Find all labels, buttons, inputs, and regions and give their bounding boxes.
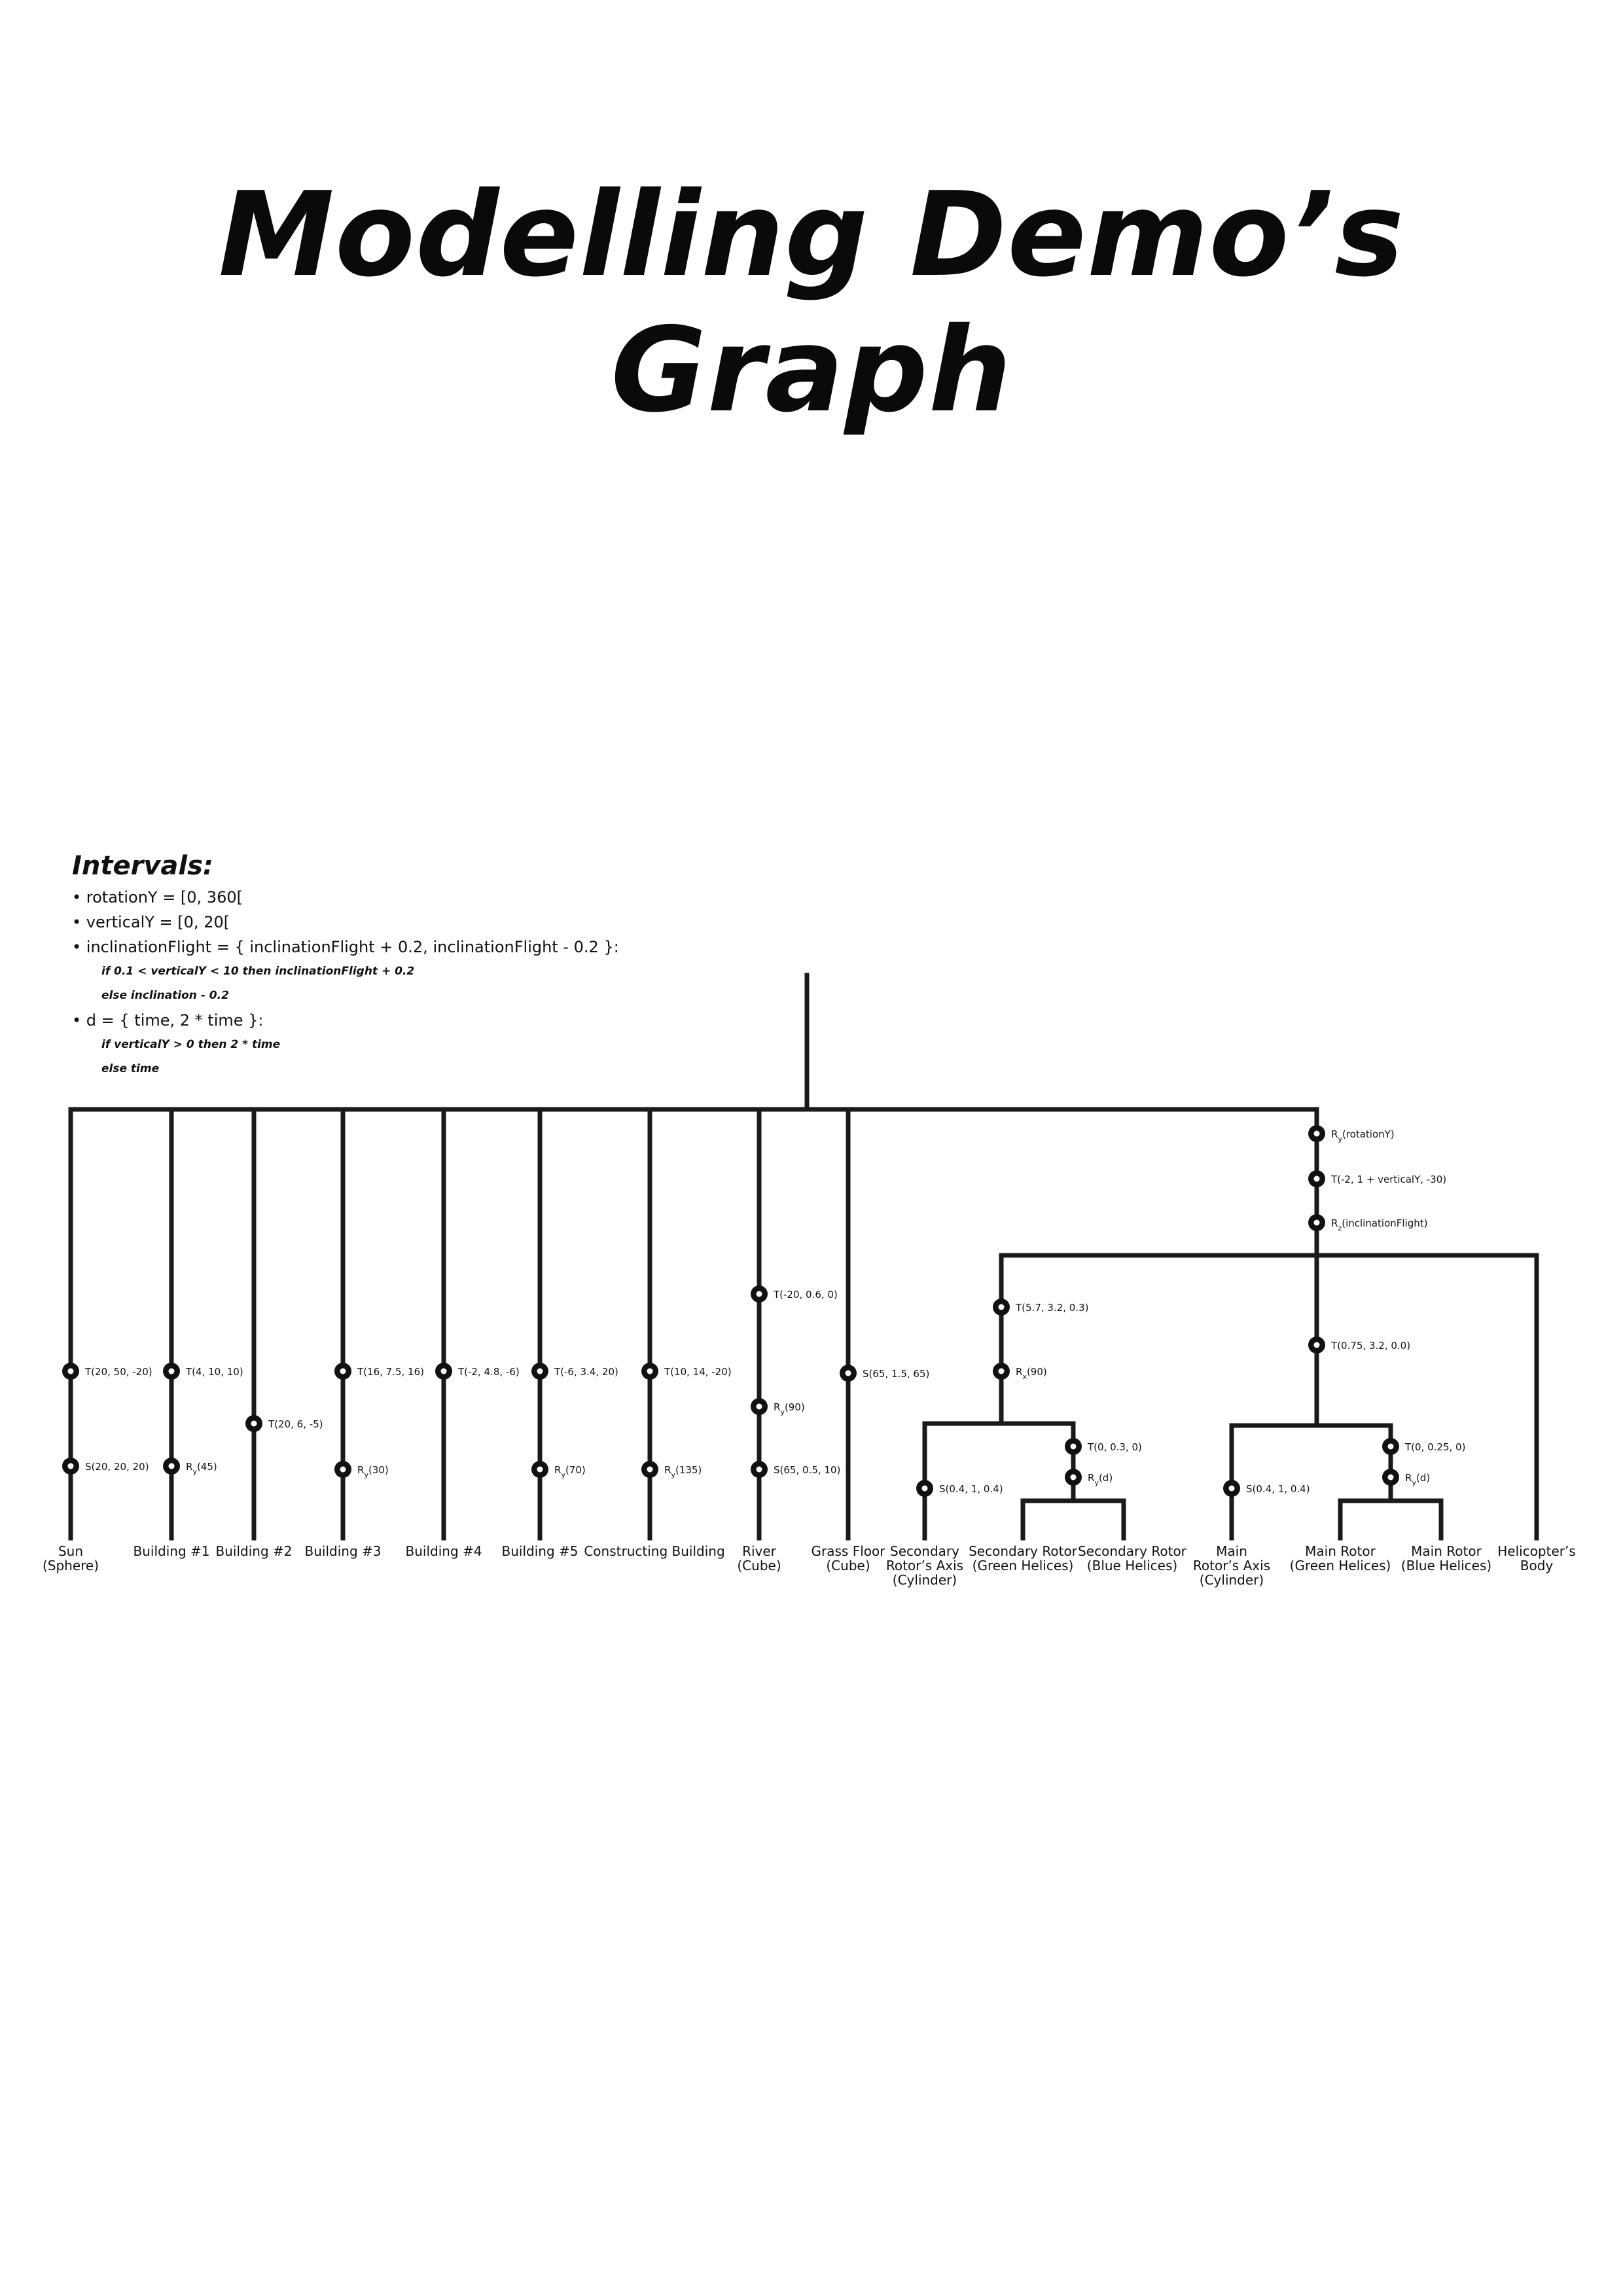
transform-label: T(16, 7.5, 16)	[357, 1366, 424, 1378]
transform-node-center	[1070, 1443, 1077, 1450]
transform-node-center	[1070, 1474, 1077, 1480]
transform-node-center	[998, 1304, 1005, 1310]
leaf-label-b2: Building #2	[216, 1543, 293, 1559]
transform-label: T(10, 14, -20)	[664, 1366, 732, 1378]
interval-note: else inclination - 0.2	[101, 989, 229, 1002]
leaf-label-b3: Building #3	[305, 1543, 382, 1559]
intervals-title: Intervals:	[72, 851, 213, 881]
transform-node-center	[67, 1463, 74, 1469]
interval-inclinationFlight: • inclinationFlight = { inclinationFligh…	[72, 938, 619, 956]
transform-node-center	[168, 1368, 175, 1374]
transform-label: Ry(70)	[554, 1464, 586, 1479]
page-title: Modelling Demo’s Graph	[218, 167, 1405, 438]
leaf-label-b5: Building #5	[502, 1543, 579, 1559]
leaf-label-sun: Sun(Sphere)	[43, 1543, 99, 1573]
transform-node-center	[340, 1466, 346, 1473]
transform-node-center	[537, 1368, 543, 1374]
transform-node-center	[1313, 1130, 1320, 1137]
transform-label: T(20, 6, -5)	[268, 1418, 323, 1430]
transform-node-center	[1313, 1342, 1320, 1348]
transform-node-center	[340, 1368, 346, 1374]
transform-label: T(0, 0.3, 0)	[1087, 1441, 1142, 1453]
transform-label: Ry(d)	[1088, 1472, 1113, 1487]
transform-label: T(-2, 1 + verticalY, -30)	[1330, 1174, 1446, 1185]
transform-label: Ry(135)	[664, 1464, 702, 1479]
transform-node-center	[168, 1463, 175, 1469]
leaf-label-mrb: Main Rotor(Blue Helices)	[1401, 1543, 1491, 1573]
transform-label: Ry(d)	[1405, 1472, 1430, 1487]
transform-label: T(20, 50, -20)	[84, 1366, 152, 1378]
transform-label: Ry(rotationY)	[1331, 1128, 1395, 1143]
transform-label: Rz(inclinationFlight)	[1331, 1217, 1427, 1232]
leaf-label-grass: Grass Floor(Cube)	[812, 1543, 886, 1573]
transform-node-center	[440, 1368, 447, 1374]
transform-label: T(0.75, 3.2, 0.0)	[1330, 1340, 1410, 1352]
interval-note: if verticalY > 0 then 2 * time	[101, 1038, 281, 1051]
transform-node-center	[756, 1403, 762, 1410]
transform-node-center	[1387, 1443, 1394, 1450]
interval-verticalY: • verticalY = [0, 20[	[72, 913, 230, 931]
transform-node-center	[1313, 1175, 1320, 1182]
leaf-label-b1: Building #1	[134, 1543, 210, 1559]
transform-label: Ry(45)	[186, 1461, 217, 1476]
transform-label: Ry(30)	[357, 1464, 389, 1479]
leaf-label-mrg: Main Rotor(Green Helices)	[1290, 1543, 1391, 1573]
transform-label: S(0.4, 1, 0.4)	[939, 1483, 1003, 1495]
leaf-label-srg: Secondary Rotor(Green Helices)	[969, 1543, 1078, 1573]
transform-node-center	[998, 1368, 1005, 1374]
transform-label: T(-6, 3.4, 20)	[554, 1366, 618, 1378]
transform-node-center	[67, 1368, 74, 1374]
transform-label: Rx(90)	[1016, 1366, 1047, 1381]
leaf-label-srb: Secondary Rotor(Blue Helices)	[1078, 1543, 1187, 1573]
transform-node-center	[647, 1466, 653, 1473]
transform-node-center	[1313, 1219, 1320, 1226]
transform-node-center	[1228, 1485, 1235, 1492]
leaf-label-cb: Constructing Building	[584, 1543, 724, 1559]
transform-node-center	[251, 1420, 257, 1427]
transform-node-center	[647, 1368, 653, 1374]
transform-label: T(-2, 4.8, -6)	[457, 1366, 520, 1378]
leaf-label-river: River(Cube)	[737, 1543, 781, 1573]
transform-label: T(-20, 0.6, 0)	[773, 1289, 838, 1300]
interval-note: else time	[101, 1062, 160, 1075]
transform-node-center	[921, 1485, 928, 1492]
interval-d: • d = { time, 2 * time }:	[72, 1011, 264, 1030]
interval-note: if 0.1 < verticalY < 10 then inclination…	[101, 965, 415, 978]
transform-label: T(4, 10, 10)	[185, 1366, 243, 1378]
transform-label: S(0.4, 1, 0.4)	[1246, 1483, 1310, 1495]
transform-node-center	[756, 1466, 762, 1473]
transform-node-center	[537, 1466, 543, 1473]
transform-label: Ry(90)	[774, 1401, 805, 1416]
leaf-label-b4: Building #4	[406, 1543, 482, 1559]
transform-label: S(20, 20, 20)	[85, 1461, 149, 1473]
intervals-panel: Intervals: • rotationY = [0, 360[ • vert…	[72, 851, 619, 1081]
transform-label: S(65, 0.5, 10)	[774, 1464, 840, 1476]
transform-node-center	[1387, 1474, 1394, 1480]
interval-rotationY: • rotationY = [0, 360[	[72, 888, 243, 906]
transform-label: T(5.7, 3.2, 0.3)	[1015, 1302, 1089, 1314]
transform-node-center	[756, 1291, 762, 1297]
transform-node-center	[845, 1370, 851, 1376]
transform-label: S(65, 1.5, 65)	[863, 1368, 929, 1380]
transform-label: T(0, 0.25, 0)	[1404, 1441, 1465, 1453]
